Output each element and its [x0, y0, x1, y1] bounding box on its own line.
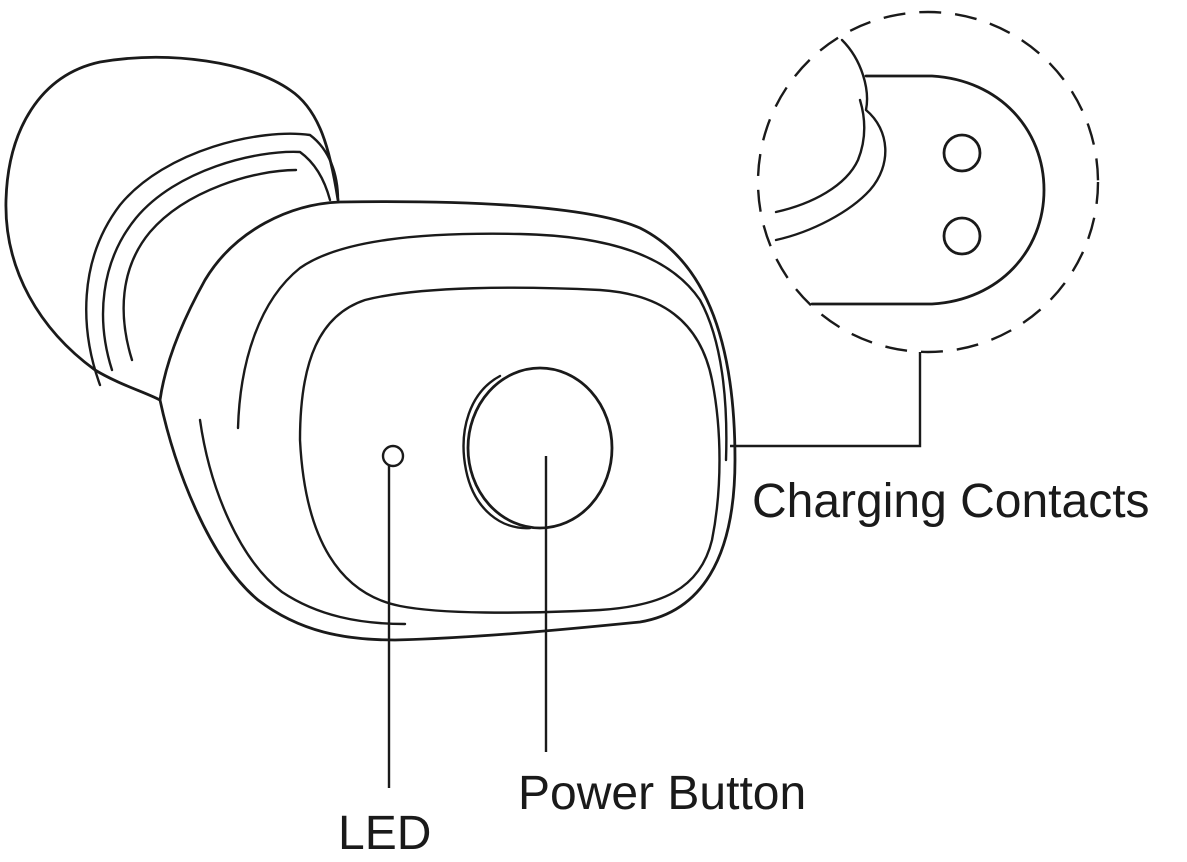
charging-contact-top [942, 133, 982, 173]
charging-contact-bottom [942, 216, 982, 256]
led-indicator [381, 444, 405, 468]
ear-tip [4, 55, 340, 402]
charging-contacts-detail [756, 10, 1100, 354]
power-button [462, 366, 614, 530]
earbud-body [158, 200, 737, 642]
led-label: LED [338, 807, 432, 860]
charging-contacts-label: Charging Contacts [752, 475, 1150, 528]
power-button-label: Power Button [518, 767, 807, 820]
charging-contacts-leader-line [730, 352, 922, 448]
